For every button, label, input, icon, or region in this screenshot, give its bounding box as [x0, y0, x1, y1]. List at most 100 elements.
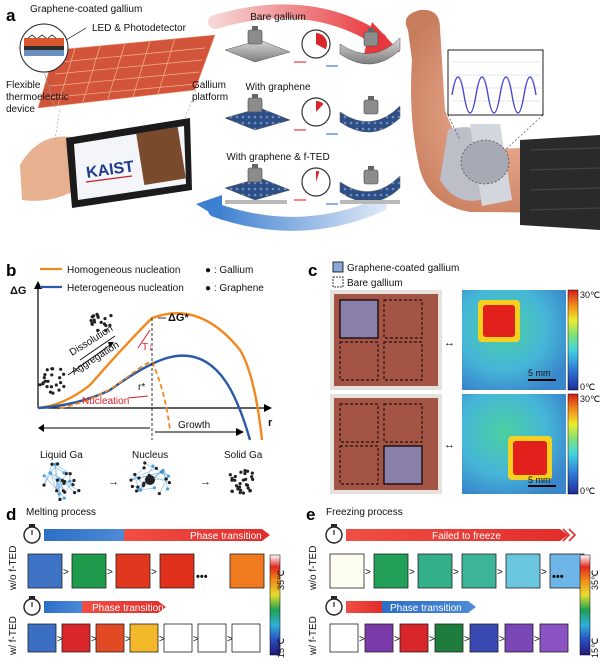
atom-dot	[165, 487, 170, 491]
atom-dot	[38, 383, 42, 387]
label-gallium: Gallium	[192, 80, 226, 91]
freezing-row-without-fted: >>>>>	[329, 553, 585, 589]
atom-dot	[90, 315, 94, 319]
svg-text:→: →	[108, 476, 119, 488]
atom-dot	[129, 478, 133, 482]
frame-thumbnail	[129, 623, 159, 653]
frame-thumbnail	[197, 623, 227, 653]
row-label-e-wo: w/o f-TED	[308, 546, 319, 591]
stopwatch-icon	[23, 524, 41, 544]
frame-arrow: >	[359, 634, 365, 645]
frame-thumbnail	[364, 623, 394, 653]
frame-thumbnail	[469, 623, 499, 653]
atom-dot	[236, 487, 240, 491]
frame-arrow: >	[429, 634, 435, 645]
label-dg-star: ΔG*	[168, 312, 189, 324]
frame-thumbnail	[71, 553, 107, 589]
atom-dot	[164, 477, 168, 481]
atom-dot	[248, 489, 252, 493]
frame-arrow: >	[159, 634, 165, 645]
atom-dot	[233, 474, 237, 479]
panel-e: e Freezing process Failed to freeze w/o …	[306, 505, 600, 658]
atom-dot	[246, 486, 250, 490]
atom-dot	[59, 367, 63, 371]
atom-dot	[72, 478, 76, 483]
label-with-graphene-fted: With graphene & f-TED	[226, 152, 329, 163]
y-axis-label: ΔG	[10, 285, 26, 297]
atom-dot	[161, 470, 165, 475]
platform-rows	[224, 26, 401, 205]
nucleation-clusters	[38, 312, 255, 502]
stopwatch-icon-d2	[23, 596, 41, 616]
atom-dot	[89, 318, 93, 323]
label-t-down: T↓	[142, 342, 153, 353]
atom-dot	[99, 320, 103, 325]
frame-arrow: >	[453, 567, 459, 578]
melting-row-with-fted: >>>>>>	[27, 623, 261, 653]
frame-thumbnail	[373, 553, 409, 589]
weight-icon	[247, 167, 263, 183]
colorbar-c-bottom-min: 0℃	[580, 486, 595, 496]
panel-label-d: d	[6, 505, 16, 524]
stage-solid-ga: Solid Ga	[224, 450, 263, 461]
thermoelectric-device-sheet	[37, 34, 216, 109]
scale-bar-top: 5 mm	[528, 368, 551, 378]
atom-dot	[167, 481, 172, 485]
atom-dot	[58, 376, 62, 380]
atom-dot	[109, 313, 113, 318]
colorbar-d-max: 35℃	[276, 570, 286, 590]
frame-thumbnail	[163, 623, 193, 653]
atom-dot	[103, 316, 107, 321]
row-label-d-wo: w/o f-TED	[8, 546, 19, 591]
platform-row	[224, 94, 401, 135]
frame-arrow: >	[91, 634, 97, 645]
atom-dot	[243, 468, 247, 473]
frame-arrow: >	[57, 634, 63, 645]
atom-dot	[238, 490, 242, 495]
atom-dot	[51, 391, 55, 395]
atom-cluster	[89, 312, 113, 333]
atom-dot	[142, 466, 146, 470]
frame-thumbnail	[61, 623, 91, 653]
frame-arrow: >	[464, 634, 470, 645]
colorbar-e	[579, 554, 591, 656]
frame-arrow: >	[394, 634, 400, 645]
label-with-graphene: With graphene	[245, 82, 310, 93]
ellipsis-d: •••	[196, 571, 208, 583]
legend-graphene-coated-gallium: Graphene-coated gallium	[347, 263, 459, 274]
weight-icon	[363, 31, 379, 47]
frame-thumbnail	[399, 623, 429, 653]
atom-dot	[55, 462, 60, 466]
atom-dot	[251, 477, 255, 481]
atom-dot	[71, 483, 75, 487]
atom-dot	[136, 485, 140, 489]
scale-bar-bottom: 5 mm	[528, 475, 551, 485]
stage-liquid-ga: Liquid Ga	[40, 450, 83, 461]
kaist-logo: KAIST	[85, 158, 135, 182]
legend-homogeneous: Homogeneous nucleation	[67, 265, 180, 276]
frame-arrow: >	[534, 634, 540, 645]
atom-dot	[241, 478, 246, 482]
melting-bar2-label: Phase transition	[92, 603, 164, 614]
atom-dot	[244, 483, 249, 487]
atom-dot	[130, 484, 134, 489]
atom-dot	[72, 491, 77, 495]
row-label-e-w: w/ f-TED	[308, 616, 319, 656]
frame-thumbnail	[329, 623, 359, 653]
atom-dot	[58, 497, 62, 502]
frame-thumbnail	[159, 553, 195, 589]
atom-dot	[62, 496, 66, 500]
atom-dot	[50, 373, 54, 377]
atom-dot	[134, 489, 139, 493]
atom-dot	[228, 473, 232, 477]
atom-dot	[141, 483, 146, 488]
svg-text:→: →	[200, 476, 211, 488]
frame-thumbnail	[229, 553, 265, 589]
platform-row	[224, 164, 401, 205]
colorbar-e-min: 15℃	[590, 638, 600, 658]
panel-label-a: a	[6, 6, 16, 25]
label-led-photodetector: LED & Photodetector	[92, 23, 187, 34]
freezing-bar-1	[346, 529, 568, 541]
freezing-title: Freezing process	[326, 507, 403, 518]
weight-icon	[247, 97, 263, 113]
